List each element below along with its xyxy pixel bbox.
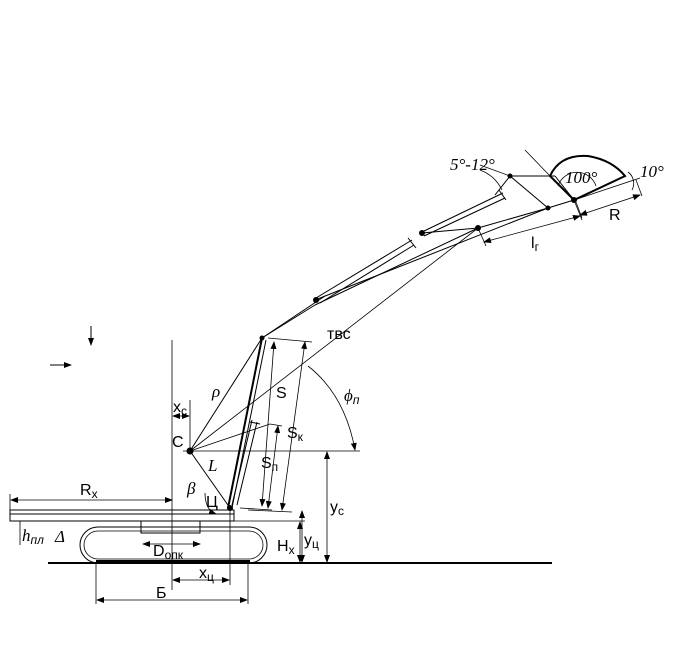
stick-cylinder [315,237,417,304]
boom-cylinder [231,419,261,506]
boom [227,337,267,509]
bucket-linkage [421,175,575,234]
lg-dimension [477,199,583,247]
joint-ts [227,505,233,511]
c-cylinder-line [189,423,271,452]
label-c: C [172,434,184,451]
tvs-line [189,227,479,452]
s-dimensions [239,337,313,513]
xts-dimension [172,510,231,585]
joint-bucket-cyl [419,230,425,236]
label-rx: Rx [80,482,98,501]
joint-stick [313,297,319,303]
b-dimension [95,563,249,604]
angle-5-12-ref [479,164,511,177]
label-sk: Sк [287,425,304,444]
joints [186,173,577,511]
label-lr: lг [531,235,540,254]
label-s: S [276,385,287,402]
joint-bucket [571,197,577,203]
label-ts: Ц [206,494,218,511]
label-rho: ρ [211,382,220,401]
xc-dimension [172,400,191,451]
l-line [189,450,231,509]
label-beta: β [186,479,196,498]
label-hpl: hпл [22,526,44,547]
turntable-platform [9,509,235,522]
bucket [524,149,627,202]
joint-rocker [507,173,513,179]
label-l: L [207,456,217,475]
label-dopk: Dопк [153,543,184,562]
label-angle-100: 100° [565,168,598,187]
r-dimension [573,177,643,219]
label-phi: ϕп [344,386,360,407]
label-xts: xц [199,565,214,584]
beta-arc [204,492,217,515]
joint-boom-top [259,335,265,341]
label-b: Б [156,585,167,602]
label-angle-5-12: 5°-12° [450,155,495,174]
label-tvs: твс [327,326,351,343]
joint-link [545,205,551,211]
label-sp: Sп [261,455,278,474]
bucket-cylinder [421,189,507,237]
angle-100-arc [557,171,597,187]
joint-arm [475,225,481,231]
crawler-track [79,526,268,564]
label-angle-10: 10° [640,162,664,181]
label-yts: yц [304,532,319,551]
angle-10-arc [627,171,635,191]
upper-arm [261,207,549,339]
label-yc: yc [330,499,344,518]
rho-line [189,337,263,452]
label-delta: Δ [54,527,65,546]
label-hx: Hx [277,538,295,557]
phi-arc [307,365,357,451]
joint-c [186,447,194,455]
angle-5-12-arc [479,169,503,191]
label-xc: xc [173,399,187,418]
label-r: R [609,207,621,224]
